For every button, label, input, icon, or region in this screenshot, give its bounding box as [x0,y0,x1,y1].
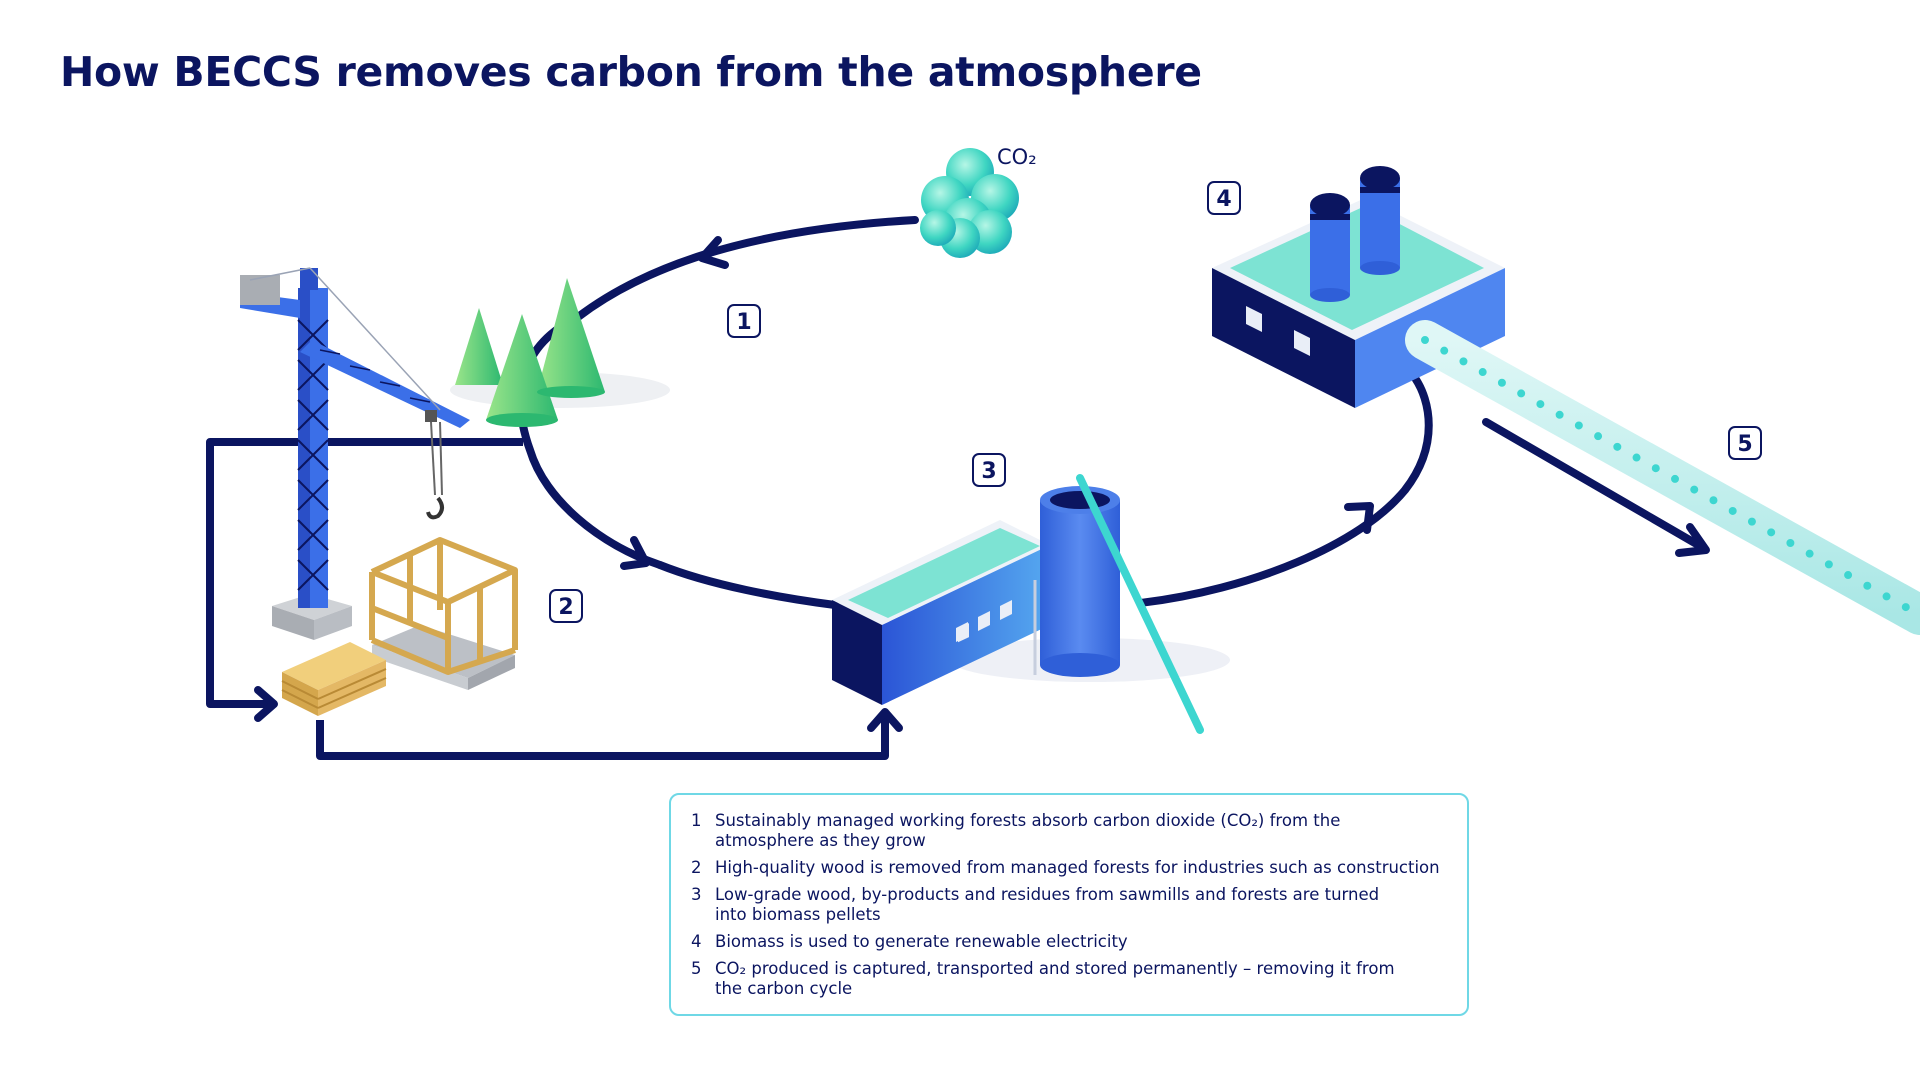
power-station-icon [1212,166,1505,408]
storage-arrow [1482,418,1704,550]
legend-item-3: 3 Low-grade wood, by-products and residu… [691,885,1447,925]
legend-number: 1 [691,811,702,830]
step-badge-3-number: 3 [981,459,996,484]
arrowhead-left [620,536,650,570]
cycle-arc-right [1136,374,1433,607]
page-title: How BECCS removes carbon from the atmosp… [60,48,1202,96]
crane-icon [240,267,470,640]
legend-text: Low-grade wood, by-products and residues… [715,885,1380,924]
arrowhead-right [1344,502,1374,534]
co2-label: CO₂ [997,145,1037,169]
cycle-arc-left [516,313,664,569]
step-badge-3: 3 [972,453,1006,487]
legend-text: High-quality wood is removed from manage… [715,858,1440,877]
arrowhead-storage [1675,523,1710,557]
step-badge-2: 2 [549,589,583,623]
step-badge-1-number: 1 [736,310,751,335]
legend-number: 2 [691,858,702,877]
arrowhead-plant [867,708,903,732]
forest-icon [450,278,670,427]
legend-item-1: 1 Sustainably managed working forests ab… [691,811,1447,851]
legend-text: Biomass is used to generate renewable el… [715,932,1128,951]
legend-item-5: 5 CO₂ produced is captured, transported … [691,959,1447,999]
step-badge-4: 4 [1207,181,1241,215]
arrowhead-top [698,236,729,269]
co2-pipeline-icon [1405,320,1920,635]
legend-item-2: 2 High-quality wood is removed from mana… [691,858,1447,878]
cycle-arc-bottom [656,561,839,609]
cycle-arc-top [574,216,919,321]
legend-number: 3 [691,885,702,904]
legend-text: CO₂ produced is captured, transported an… [715,959,1395,998]
route-to-plant [316,718,889,760]
step-badge-1: 1 [727,304,761,338]
arrowhead-wood [254,686,278,722]
route-to-wood [206,438,523,708]
step-badge-5-number: 5 [1737,432,1752,457]
step-badge-4-number: 4 [1216,187,1231,212]
step-badge-2-number: 2 [558,595,573,620]
house-frame-icon [369,537,518,690]
legend-item-4: 4 Biomass is used to generate renewable … [691,932,1447,952]
lumber-stack-icon [281,642,387,716]
step-badge-5: 5 [1728,426,1762,460]
co2-molecule-icon [920,148,1019,258]
legend-number: 5 [691,959,702,978]
legend-box: 1 Sustainably managed working forests ab… [669,793,1469,1016]
pellet-plant-icon [832,474,1230,734]
legend-text: Sustainably managed working forests abso… [715,811,1341,850]
legend-number: 4 [691,932,702,951]
